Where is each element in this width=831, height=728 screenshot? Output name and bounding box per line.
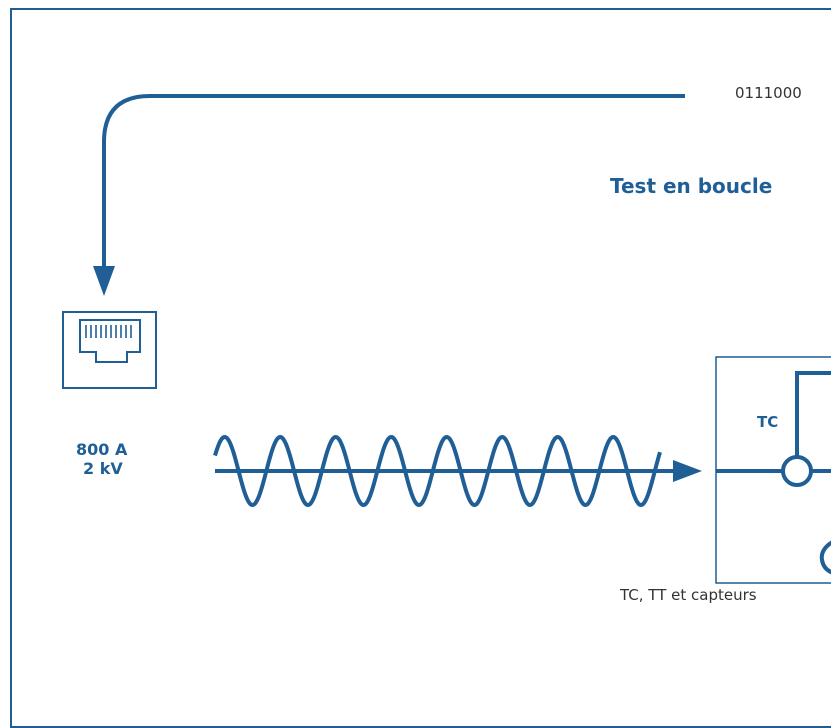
sensors-caption: TC, TT et capteurs bbox=[620, 586, 757, 604]
voltage-rating-label: 2 kV bbox=[83, 459, 123, 478]
sine-wave-icon bbox=[213, 434, 702, 508]
current-rating-label: 800 A bbox=[76, 440, 128, 459]
ethernet-port-icon bbox=[62, 311, 157, 389]
feedback-arrow bbox=[93, 94, 685, 296]
current-transformer-icon bbox=[715, 356, 831, 584]
tc-label: TC bbox=[757, 413, 779, 431]
diagram-canvas bbox=[62, 94, 831, 584]
binary-signal-text: 0111000 bbox=[735, 84, 802, 102]
loop-test-title: Test en boucle bbox=[610, 174, 773, 198]
